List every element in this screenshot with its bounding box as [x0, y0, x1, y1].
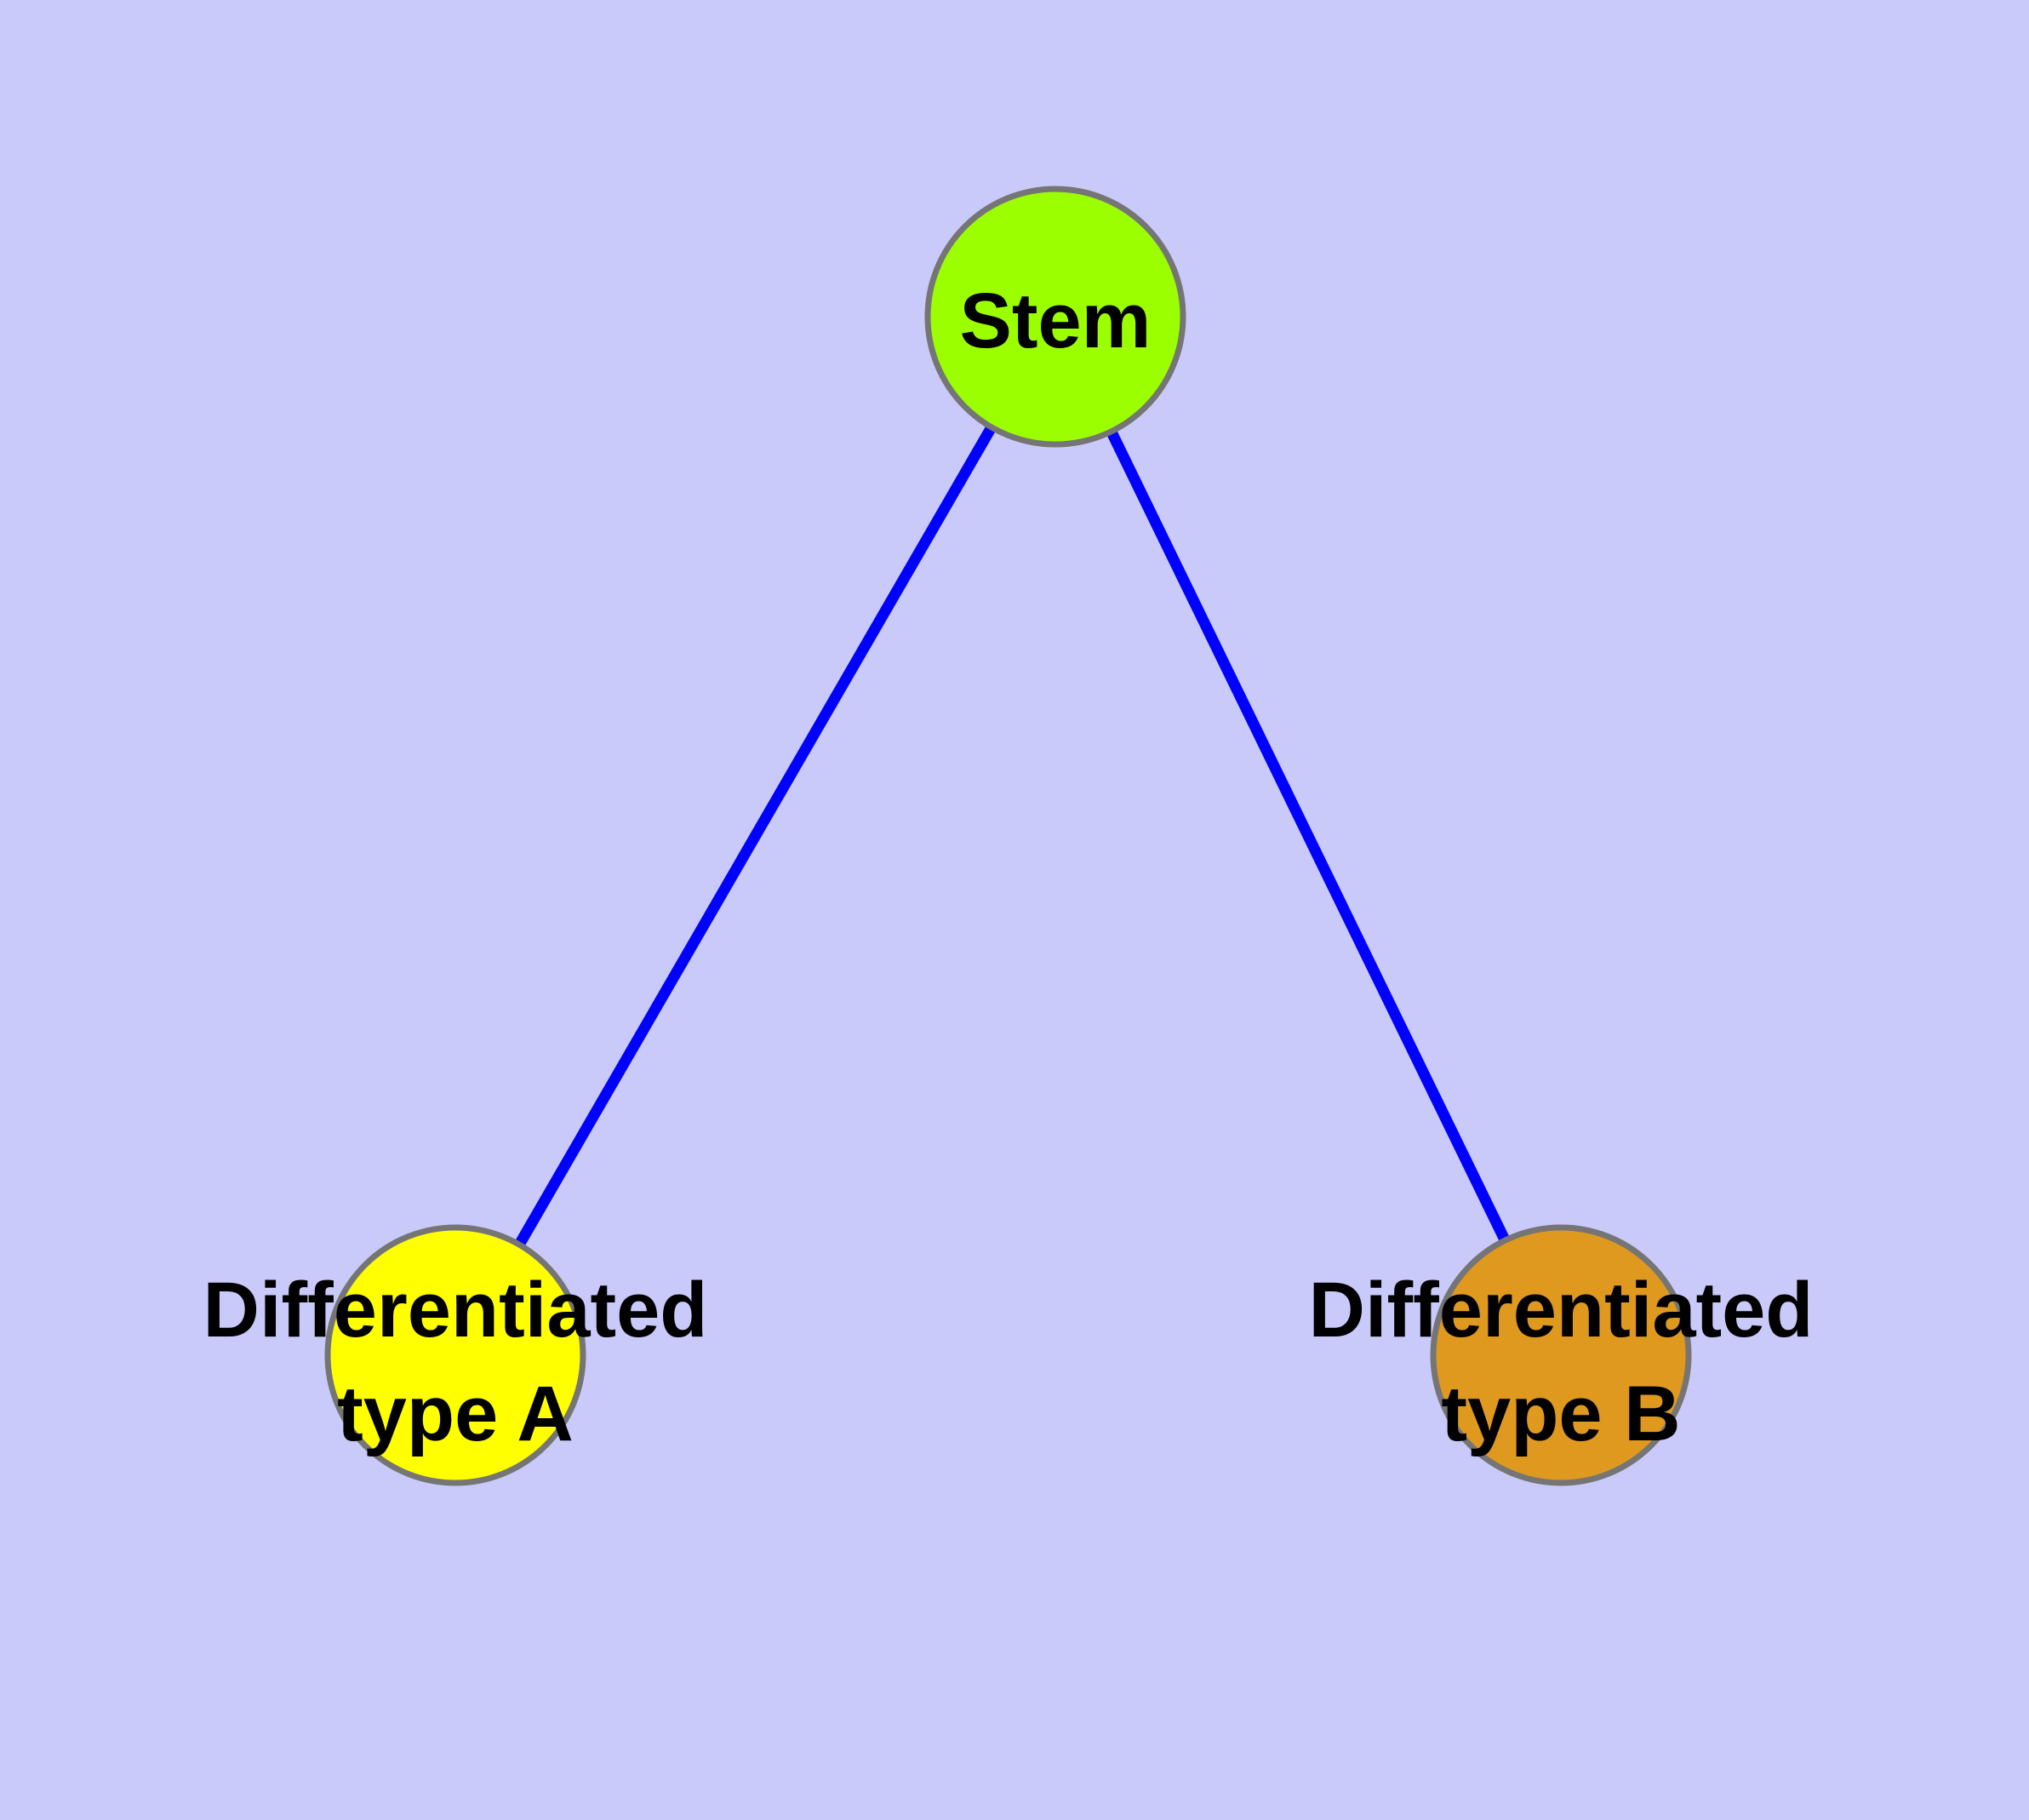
- node-type-a-label-line1: Differentiated: [203, 1267, 708, 1354]
- node-stem-circle: [924, 186, 1186, 448]
- node-type-a-circle: [324, 1224, 586, 1486]
- edge-layer: [450, 313, 1566, 1359]
- node-type-b: Differentiated type B: [1309, 1224, 1814, 1486]
- node-stem-label: Stem: [960, 278, 1152, 364]
- edge-stem-to-type-a: [450, 313, 1060, 1359]
- node-type-a: Differentiated type A: [203, 1224, 708, 1486]
- node-type-a-label-line2: type A: [337, 1371, 574, 1457]
- node-type-b-circle: [1430, 1224, 1692, 1486]
- node-type-b-label-line1: Differentiated: [1309, 1267, 1814, 1354]
- node-type-b-label-line2: type B: [1441, 1371, 1680, 1457]
- edge-stem-to-type-b: [1050, 314, 1566, 1358]
- node-stem: Stem: [924, 186, 1186, 448]
